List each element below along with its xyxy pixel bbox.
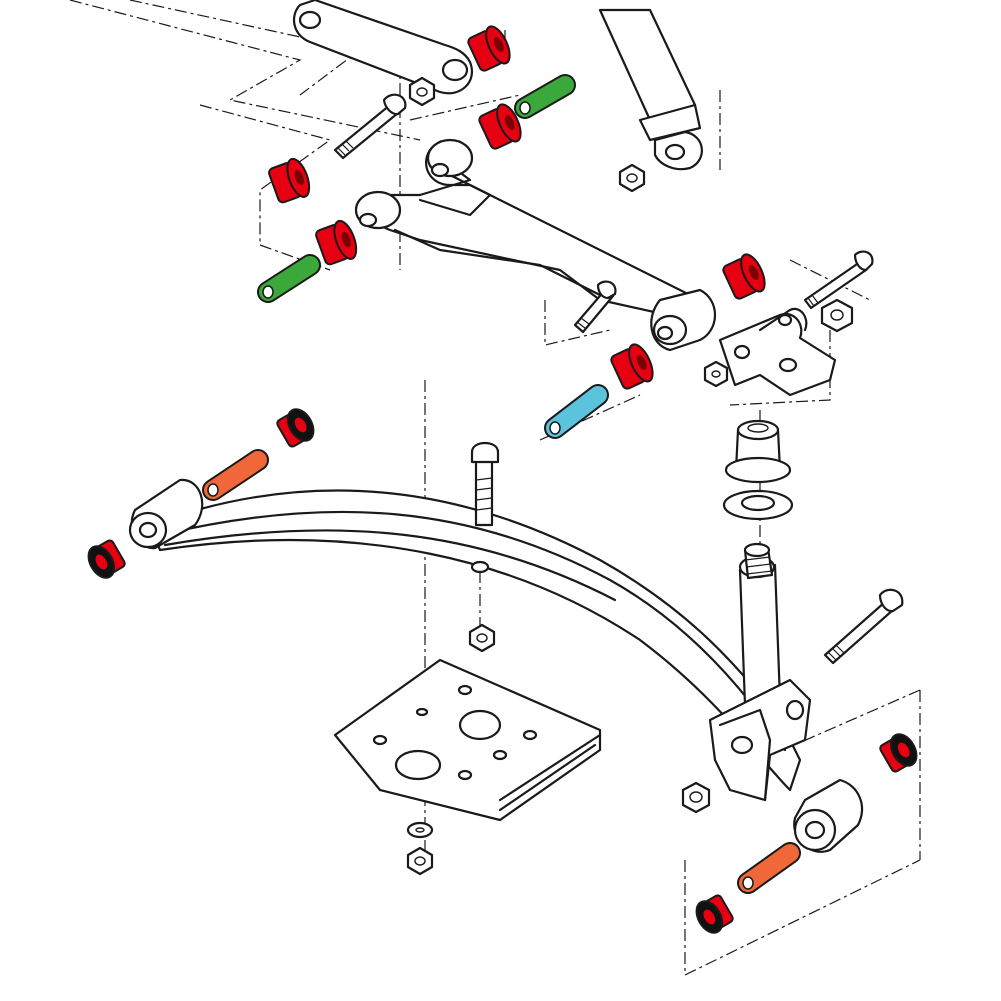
spindle-assembly [708, 542, 812, 802]
red-bushing [268, 157, 311, 204]
red-bushing [467, 25, 511, 72]
orange-sleeves [202, 449, 801, 894]
shock-absorber [598, 8, 703, 171]
green-sleeve [257, 254, 321, 303]
green-sleeves [257, 74, 576, 303]
spring-plate [333, 658, 602, 822]
leaf-spring-left-eye [128, 478, 204, 550]
spindle-bolt [823, 588, 904, 665]
leaf-red-bushing [276, 408, 315, 448]
orange-sleeve [202, 449, 269, 501]
red-bushing [478, 103, 522, 150]
leaf-red-bushing [87, 539, 126, 579]
leaf-spring-right-eye [793, 778, 864, 853]
green-sleeve [514, 74, 576, 119]
blue-sleeve [544, 384, 609, 439]
blue-sleeve [544, 384, 609, 439]
mounting-bracket [718, 307, 837, 397]
upper-red-bushings [268, 25, 766, 390]
leaf-red-bushing [695, 894, 734, 934]
center-bolt [470, 441, 500, 527]
orange-sleeve [737, 842, 801, 894]
upper-link-bar [292, 0, 473, 95]
bracket-bolt [803, 250, 874, 310]
red-bushing [610, 343, 654, 390]
leaf-red-bushing [879, 733, 918, 773]
leaf-spring [148, 489, 802, 792]
upper-nuts [408, 76, 854, 388]
red-bushing [315, 219, 358, 266]
upper-left-bolt [333, 93, 407, 160]
arm-pivot-bolt [573, 280, 617, 334]
leaf-red-bushings [87, 408, 918, 934]
lower-nuts [406, 623, 711, 876]
red-bushing [722, 253, 766, 300]
upper-a-arm [354, 138, 716, 352]
spindle-bushing-and-washer [722, 419, 794, 521]
